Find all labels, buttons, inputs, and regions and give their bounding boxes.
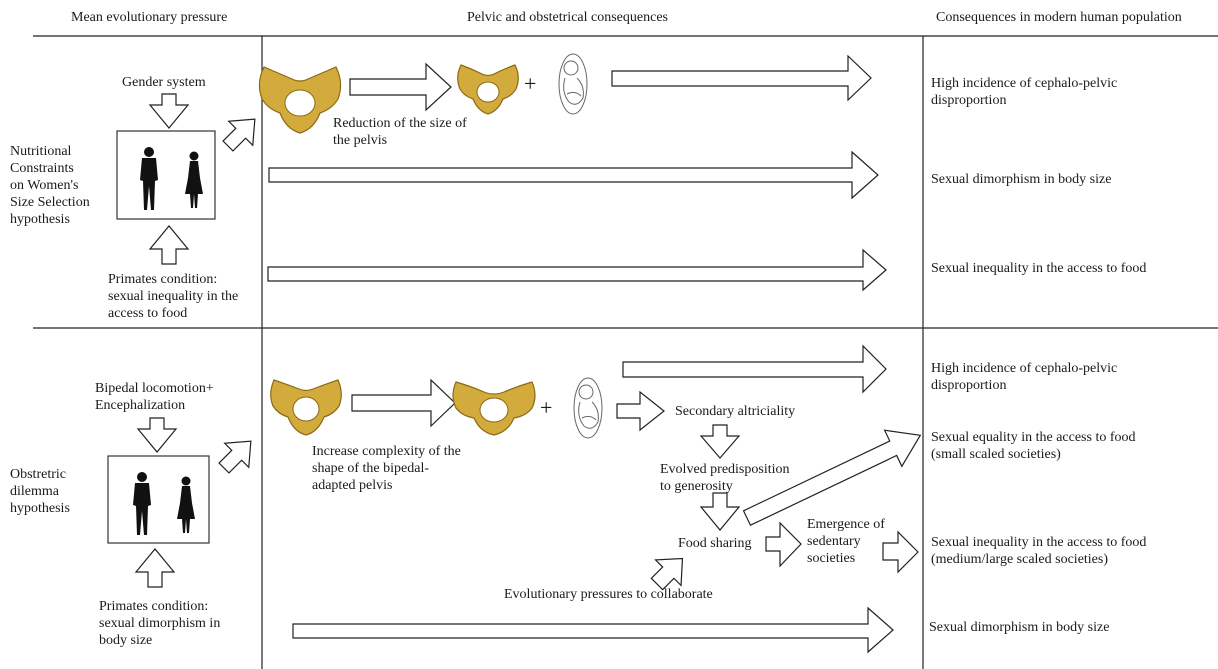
up-arrow-primates-condition — [148, 225, 190, 265]
down-arrow-bipedal-locomotion — [136, 417, 178, 453]
node-collaborate-pressures: Evolutionary pressures to collaborate — [504, 587, 713, 602]
silhouette-box-nutritional — [116, 130, 216, 220]
down-arrow-predisposition — [699, 492, 741, 531]
plus-sign: + — [524, 71, 537, 96]
arrow-collaborate-to-food-sharing — [650, 557, 684, 591]
silhouette-box-obstetric — [107, 455, 210, 544]
arrow-food-sharing-to-sedentary — [765, 521, 802, 568]
arrow-pelvis-complexity — [351, 378, 456, 428]
hypothesis-label-obstetric: Obstretric dilemma hypothesis — [10, 467, 70, 516]
pelvis-large-icon — [270, 379, 342, 436]
female-silhouette-icon — [177, 476, 195, 533]
header-pelvic-consequences: Pelvic and obstetrical consequences — [467, 10, 668, 25]
fetus-icon — [558, 53, 588, 115]
consequence-sexual-equality: Sexual equality in the access to food (s… — [931, 430, 1136, 462]
consequence-dimorphism-1: Sexual dimorphism in body size — [931, 172, 1112, 187]
pressure-primates-dimorphism: Primates condition: sexual dimorphism in… — [99, 599, 221, 648]
pressure-primates-inequality: Primates condition: sexual inequality in… — [108, 272, 239, 321]
consequence-dimorphism-2: Sexual dimorphism in body size — [929, 620, 1110, 635]
hypothesis-label-nutritional: Nutritional Constraints on Women's Size … — [10, 144, 90, 227]
plus-sign: + — [540, 395, 553, 420]
node-predisposition-generosity: Evolved predisposition to generosity — [660, 462, 790, 494]
consequence-inequality-1: Sexual inequality in the access to food — [931, 261, 1147, 276]
male-silhouette-icon — [133, 472, 151, 535]
diagonal-arrow-nutritional — [222, 118, 256, 152]
node-food-sharing: Food sharing — [678, 536, 752, 551]
pressure-gender-system: Gender system — [122, 75, 206, 90]
pelvis-complex-icon — [452, 381, 536, 436]
down-arrow-secondary-altriciality — [699, 424, 741, 459]
consequence-cephalo-pelvic-2: High incidence of cephalo-pelvic disprop… — [931, 361, 1118, 393]
pelvis-complexity-caption: Increase complexity of the shape of the … — [312, 444, 461, 493]
arrow-to-dimorphism-1 — [268, 150, 879, 200]
diagonal-arrow-obstetric — [218, 440, 252, 474]
consequence-inequality-2: Sexual inequality in the access to food … — [931, 535, 1147, 567]
arrow-pelvis-reduction — [349, 62, 452, 112]
arrow-to-secondary-altriciality — [616, 390, 665, 432]
fetus-icon — [573, 377, 603, 439]
consequence-cephalo-pelvic-1: High incidence of cephalo-pelvic disprop… — [931, 76, 1118, 108]
arrow-to-cephalo-pelvic-1 — [611, 54, 872, 102]
pelvis-large-icon — [258, 66, 342, 134]
pelvis-reduction-caption: Reduction of the size of the pelvis — [333, 116, 467, 148]
up-arrow-primates-dimorphism — [134, 548, 176, 588]
arrow-to-inequality-1 — [267, 248, 887, 292]
header-evolutionary-pressure: Mean evolutionary pressure — [71, 10, 228, 25]
arrow-sedentary-to-inequality — [882, 530, 919, 574]
arrow-to-dimorphism-2 — [292, 606, 894, 654]
header-modern-consequences: Consequences in modern human population — [936, 10, 1182, 25]
female-silhouette-icon — [185, 151, 203, 208]
arrow-to-cephalo-pelvic-2 — [622, 344, 887, 394]
down-arrow-gender-system — [148, 93, 190, 129]
pressure-bipedal-encephalization: Bipedal locomotion+ Encephalization — [95, 381, 214, 413]
arrow-to-sexual-equality — [742, 429, 922, 527]
node-secondary-altriciality: Secondary altriciality — [675, 404, 796, 419]
male-silhouette-icon — [140, 147, 158, 210]
node-sedentary-societies: Emergence of sedentary societies — [807, 517, 885, 566]
pelvis-small-icon — [457, 64, 519, 115]
